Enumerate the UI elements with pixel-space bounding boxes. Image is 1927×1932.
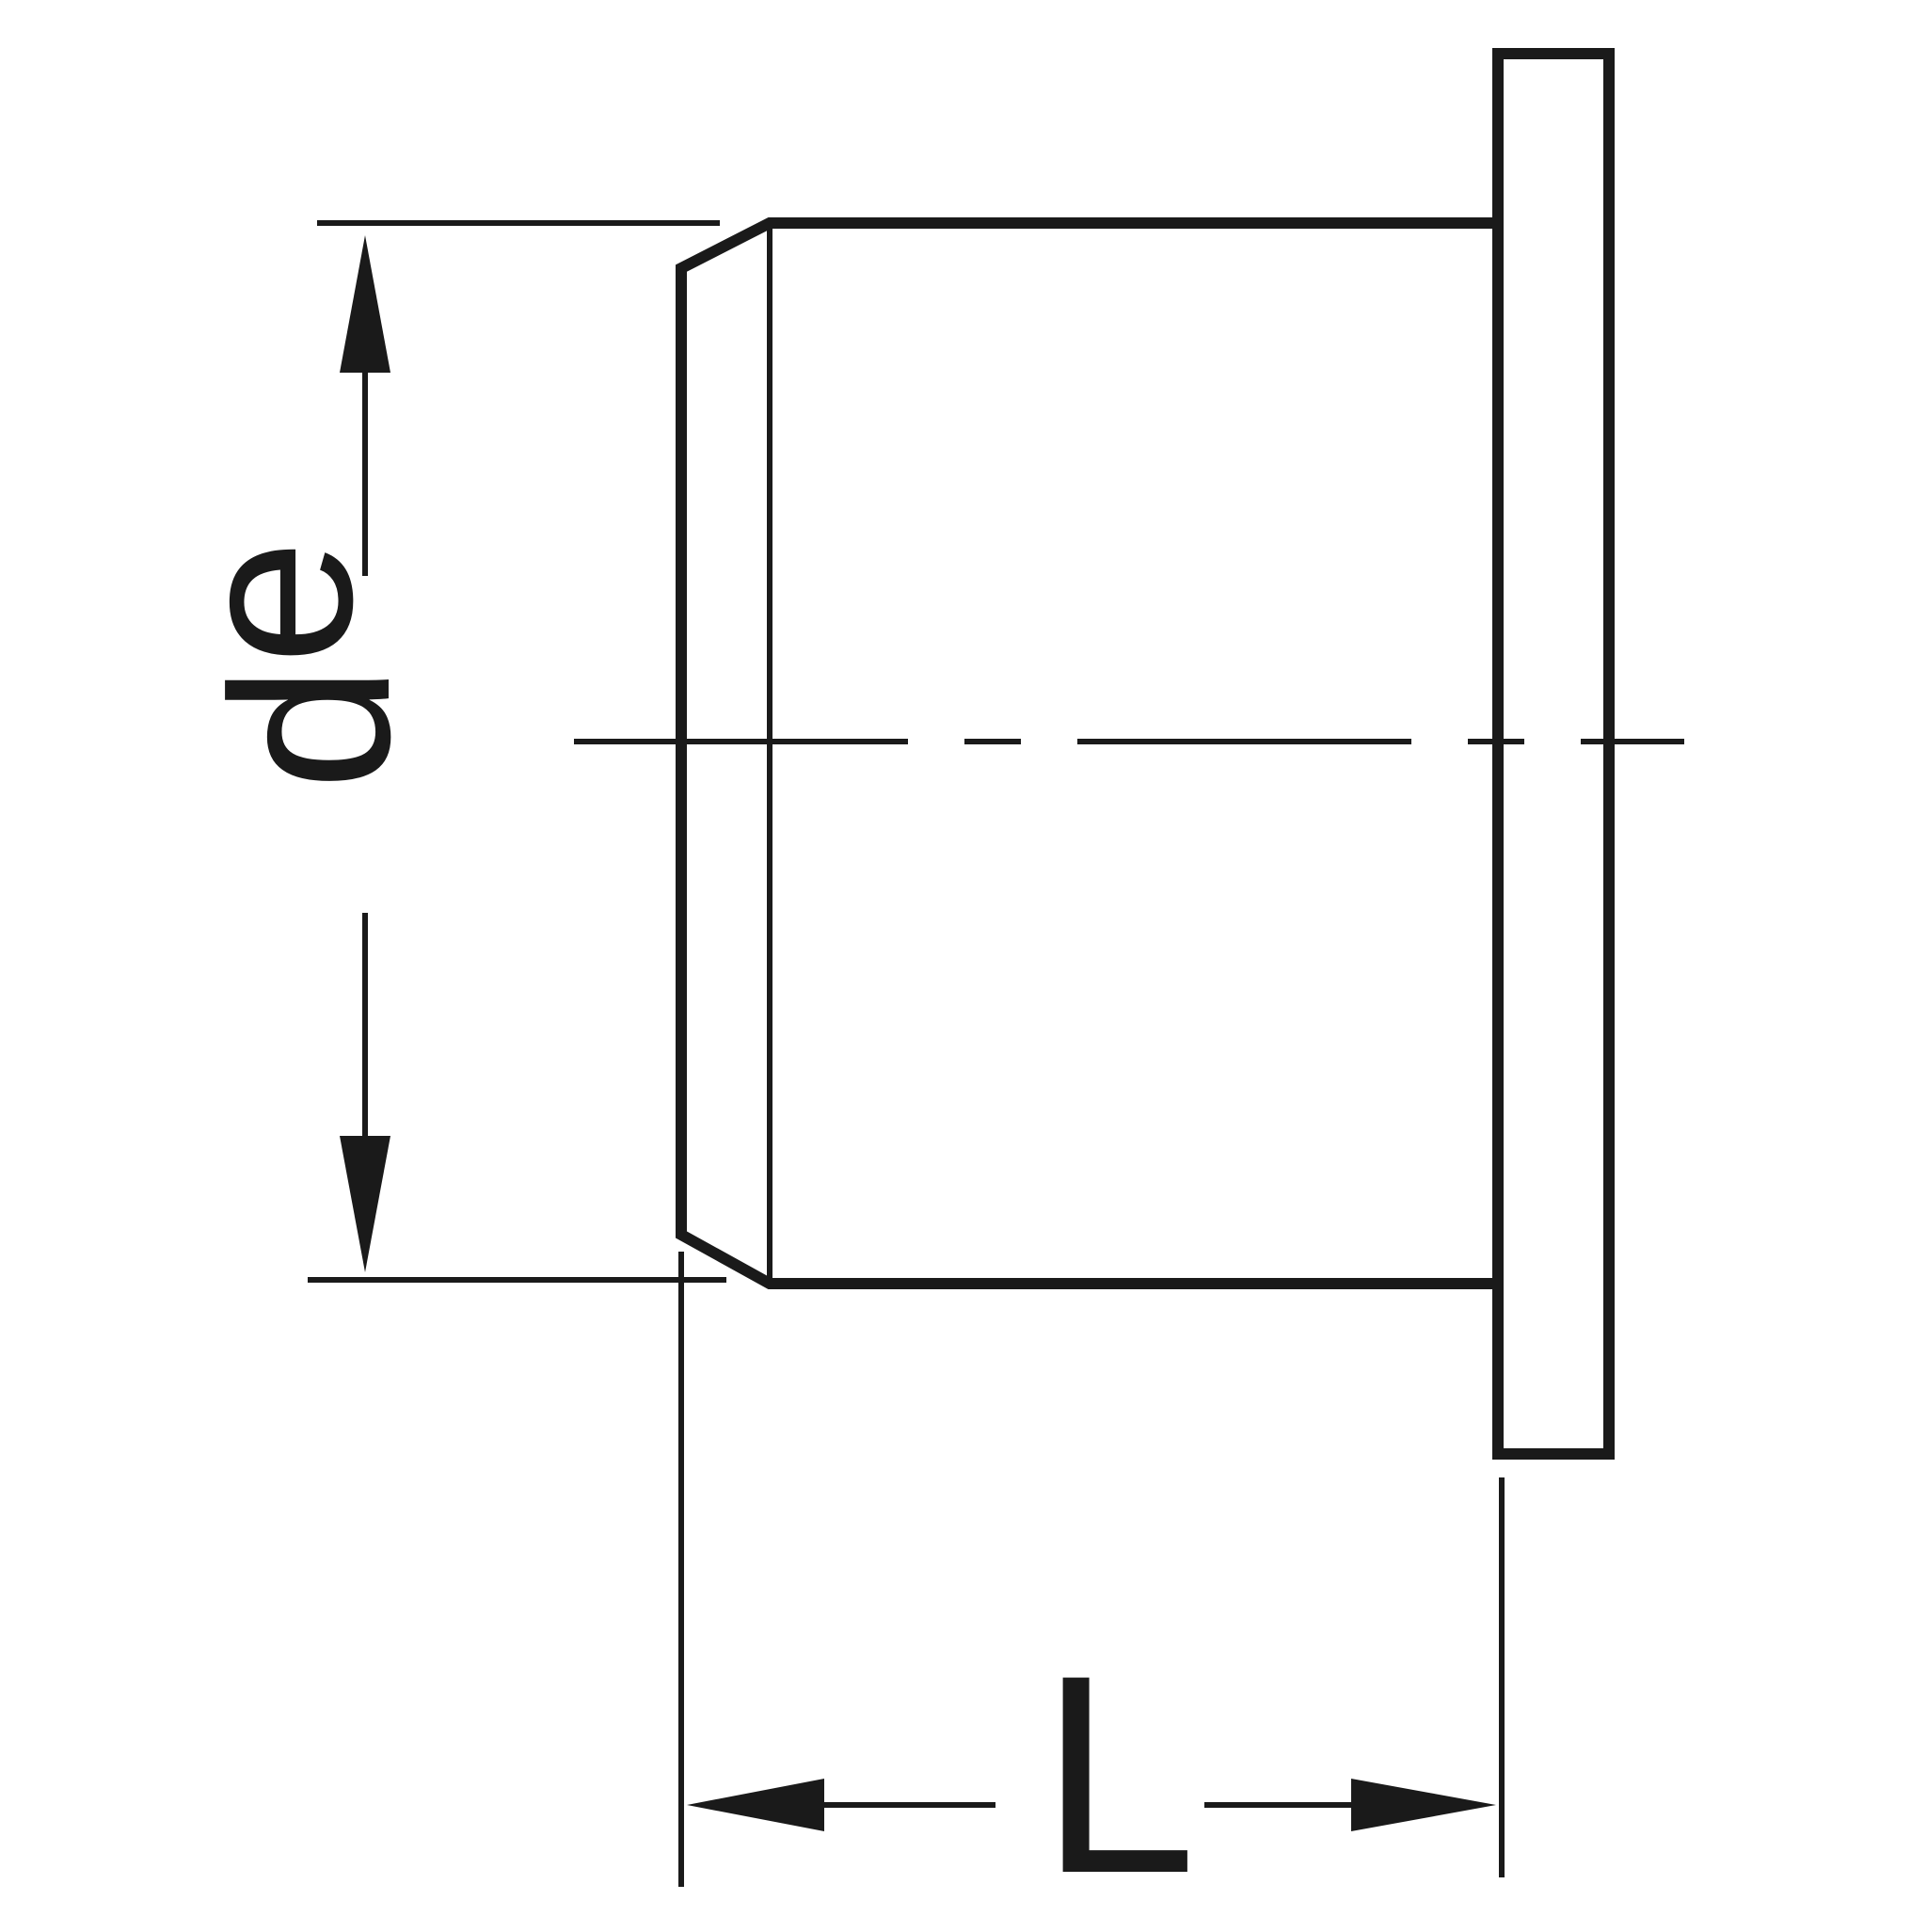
diameter-symbol: d — [184, 664, 437, 790]
length-arrow-right — [1351, 1779, 1496, 1831]
length-arrow-left — [687, 1779, 824, 1831]
flange-plate — [1492, 48, 1615, 1460]
length-label: L — [1040, 1616, 1197, 1932]
diameter-label-wrapper: de — [147, 508, 480, 790]
diameter-label: de — [147, 539, 437, 790]
spigot-body-outline — [676, 217, 1504, 1289]
diameter-subscript: e — [147, 539, 399, 665]
diameter-arrow-down — [340, 1136, 390, 1272]
diameter-arrow-up — [340, 235, 390, 373]
